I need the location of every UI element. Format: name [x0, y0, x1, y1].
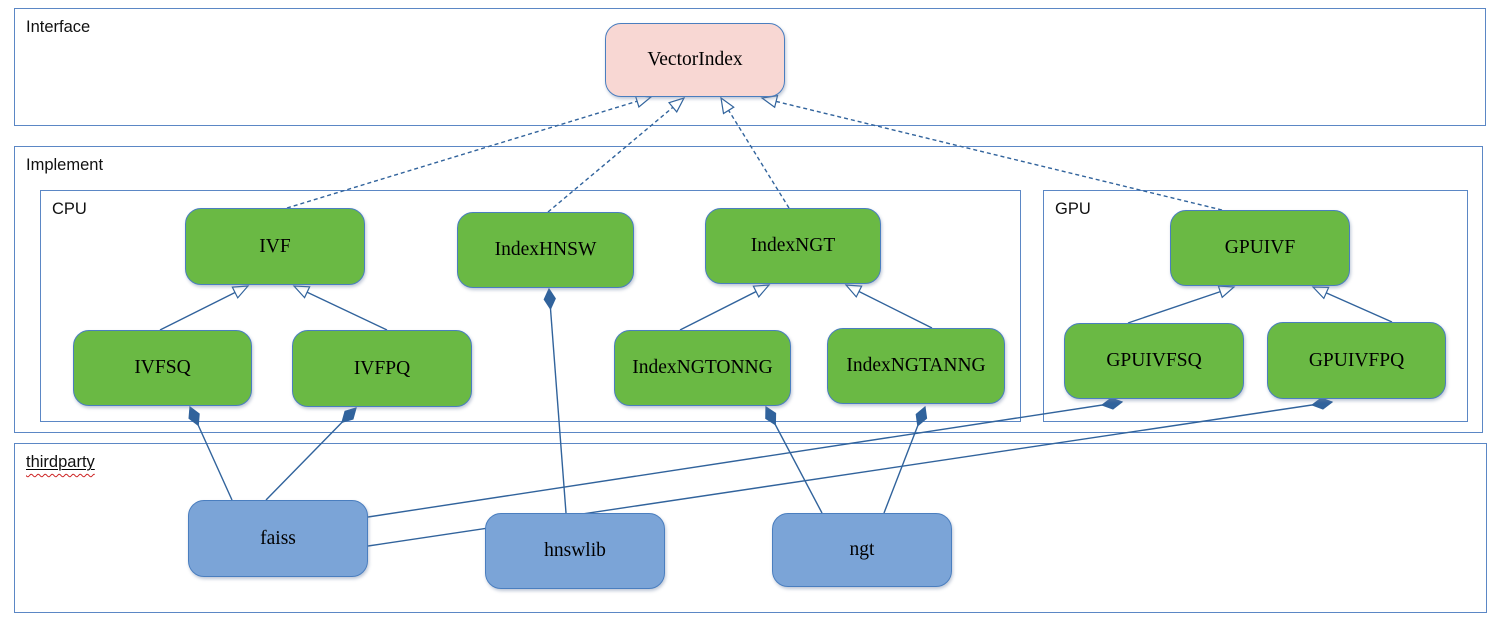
node-label-hnswlib: hnswlib	[544, 540, 606, 561]
node-ngt[interactable]: ngt	[772, 513, 952, 587]
node-VectorIndex[interactable]: VectorIndex	[605, 23, 785, 97]
node-label-IVFPQ: IVFPQ	[353, 357, 411, 379]
node-GPUIVFPQ[interactable]: GPUIVFPQ	[1267, 322, 1446, 399]
node-label-GPUIVFPQ: GPUIVFPQ	[1308, 349, 1405, 371]
container-label-thirdparty: thirdparty	[26, 453, 95, 472]
node-label-IVFSQ: IVFSQ	[134, 357, 191, 378]
node-IndexHNSW[interactable]: IndexHNSW	[457, 212, 634, 288]
node-GPUIVF[interactable]: GPUIVF	[1170, 210, 1350, 286]
container-label-interface: Interface	[26, 18, 91, 36]
node-label-VectorIndex: VectorIndex	[647, 49, 743, 70]
node-label-IndexNGT: IndexNGT	[750, 235, 836, 256]
node-label-faiss: faiss	[260, 527, 296, 549]
node-label-GPUIVFSQ: GPUIVFSQ	[1106, 350, 1202, 371]
container-label-cpu: CPU	[52, 200, 87, 218]
node-IndexNGT[interactable]: IndexNGT	[705, 208, 881, 284]
node-faiss[interactable]: faiss	[188, 500, 368, 577]
node-label-IVF: IVF	[259, 235, 291, 257]
container-label-implement: Implement	[26, 156, 104, 174]
node-IVF[interactable]: IVF	[185, 208, 365, 285]
node-hnswlib[interactable]: hnswlib	[485, 513, 665, 589]
container-label-gpu: GPU	[1055, 200, 1091, 218]
node-label-IndexNGTONNG: IndexNGTONNG	[632, 357, 773, 378]
container-label-text: thirdparty	[26, 453, 95, 471]
node-GPUIVFSQ[interactable]: GPUIVFSQ	[1064, 323, 1244, 399]
node-IndexNGTANNG[interactable]: IndexNGTANNG	[827, 328, 1005, 404]
node-label-IndexHNSW: IndexHNSW	[494, 239, 597, 260]
node-IVFPQ[interactable]: IVFPQ	[292, 330, 472, 407]
node-label-IndexNGTANNG: IndexNGTANNG	[846, 355, 986, 376]
node-label-GPUIVF: GPUIVF	[1224, 237, 1296, 258]
node-IndexNGTONNG[interactable]: IndexNGTONNG	[614, 330, 791, 406]
node-label-ngt: ngt	[849, 539, 875, 560]
node-IVFSQ[interactable]: IVFSQ	[73, 330, 252, 406]
